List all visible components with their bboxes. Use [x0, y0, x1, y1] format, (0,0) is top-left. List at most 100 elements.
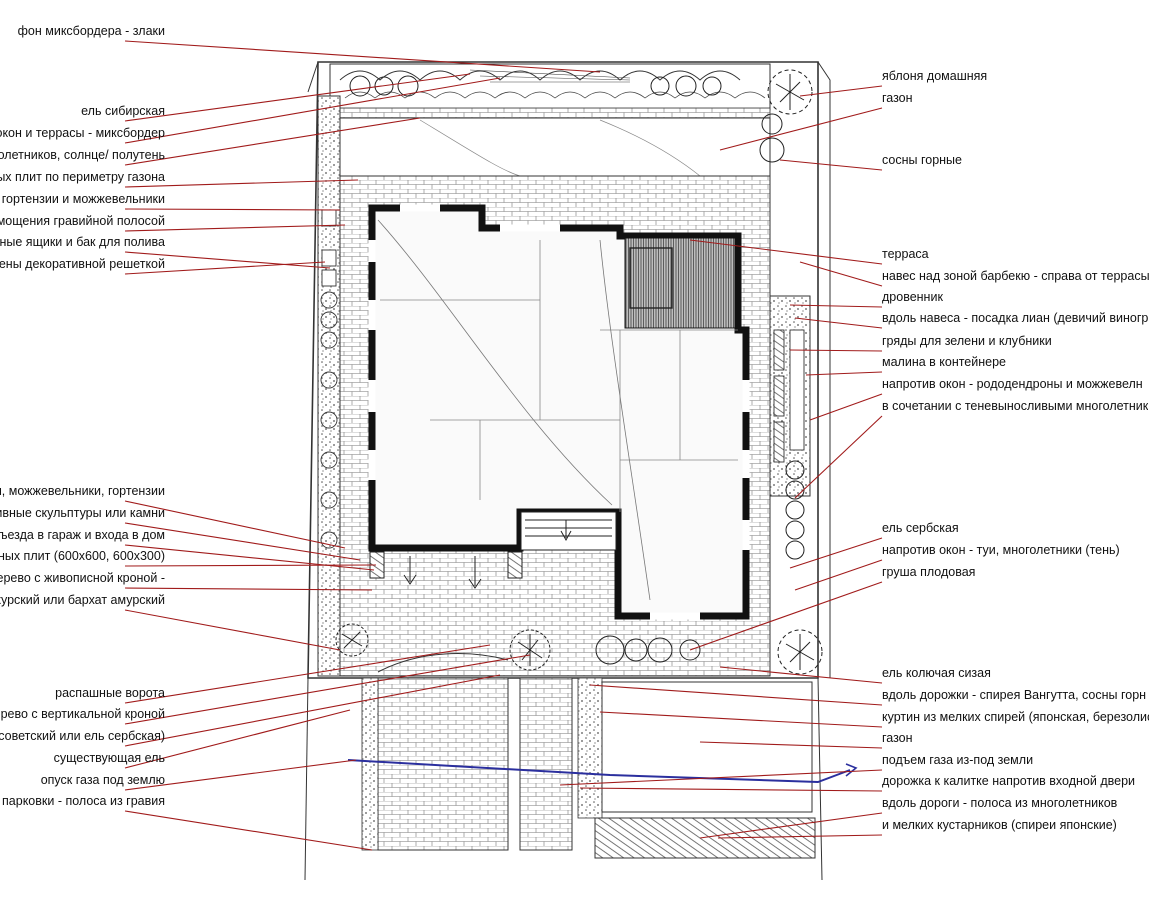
pine-mugo — [759, 113, 785, 163]
left-label: - гортензии и можжевельники — [0, 192, 165, 206]
right-label: напротив окон - рододендроны и можжевелн — [882, 377, 1143, 391]
right-label: и мелких кустарников (спиреи японские) — [882, 818, 1117, 832]
right-leader-line — [579, 787, 883, 792]
left-label: советский или ель сербская) — [0, 729, 165, 743]
left-label: ивные скульптуры или камни — [0, 506, 165, 520]
spruce-blue — [509, 629, 551, 671]
right-leader-line — [689, 581, 883, 651]
house-interior — [377, 219, 738, 601]
left-leader-line — [124, 564, 377, 567]
trees — [335, 69, 823, 675]
left-leader-line — [124, 40, 601, 73]
left-border-plants — [320, 291, 338, 549]
left-leader-line — [124, 179, 359, 188]
top-mixborder — [329, 63, 771, 119]
left-leader-line — [124, 609, 341, 651]
right-leader-line — [794, 317, 883, 329]
terrace-deck — [624, 237, 736, 329]
raised-beds — [773, 329, 805, 463]
left-leader-line — [124, 500, 346, 549]
right-label: напротив окон - туи, многолетники (тень) — [882, 543, 1120, 557]
right-label: вдоль дорожки - спирея Вангутта, сосны г… — [882, 688, 1147, 702]
left-leader-line — [124, 674, 501, 747]
left-mixborder — [317, 95, 341, 677]
left-label: ъезда в гараж и входа в дом — [0, 528, 165, 542]
left-leader-line — [124, 644, 491, 704]
left-label: ых плит по периметру газона — [0, 170, 165, 184]
left-label: олетников, солнце/ полутень — [0, 148, 165, 162]
front-border — [594, 817, 816, 859]
left-label: ены декоративной решеткой — [0, 257, 165, 271]
footpath — [519, 677, 573, 851]
driveway — [377, 677, 509, 851]
left-leader-line — [124, 810, 373, 851]
left-boxes — [321, 209, 337, 287]
right-label: навес над зоной барбекю - справа от терр… — [882, 269, 1149, 283]
left-leader-line — [124, 759, 357, 791]
apple-tree — [767, 69, 813, 115]
right-leader-line — [589, 684, 883, 706]
right-label: ель сербская — [882, 521, 959, 535]
right-label: газон — [882, 91, 913, 105]
left-leader-line — [124, 587, 373, 591]
top-shrubs — [349, 75, 722, 97]
gravel-strip — [361, 677, 379, 851]
spirea-strip — [577, 677, 603, 819]
right-label: куртин из мелких спирей (японская, берез… — [882, 710, 1149, 724]
left-leader-line — [124, 251, 331, 269]
left-label: мощения гравийной полосой — [0, 214, 165, 228]
right-label: в сочетании с теневыносливыми многолетни… — [882, 399, 1149, 413]
left-label: распашные ворота — [55, 686, 165, 700]
existing-spruce — [335, 623, 369, 657]
left-label: ель сибирская — [81, 104, 165, 118]
right-label: терраса — [882, 247, 929, 261]
left-leader-line — [124, 522, 361, 561]
left-leader-line — [124, 709, 351, 769]
right-leader-line — [719, 107, 883, 151]
right-leader-line — [809, 393, 883, 421]
right-leader-line — [789, 304, 883, 308]
right-label: груша плодовая — [882, 565, 976, 579]
left-label: и парковки - полоса из гравия — [0, 794, 165, 808]
left-leader-line — [124, 73, 471, 122]
right-label: вдоль навеса - посадка лиан (девичий вин… — [882, 311, 1149, 325]
right-label: гряды для зелени и клубники — [882, 334, 1052, 348]
left-leader-line — [124, 208, 341, 211]
right-label: подъем газа из-под земли — [882, 753, 1034, 767]
right-leader-line — [799, 85, 883, 97]
right-leader-line — [779, 159, 883, 171]
right-leader-line — [805, 371, 883, 376]
right-leader-line — [689, 239, 883, 265]
left-leader-line — [124, 544, 375, 571]
top-lawn — [339, 117, 771, 177]
shrub-cluster — [595, 635, 701, 665]
pear-tree — [777, 629, 823, 675]
right-label: ель колючая сизая — [882, 666, 991, 680]
left-label: фон миксбордера - злаки — [17, 24, 165, 38]
right-leader-line — [719, 666, 883, 684]
left-leader-line — [124, 224, 346, 232]
right-leader-line — [799, 261, 883, 287]
right-leader-line — [699, 741, 883, 749]
right-leader-line — [794, 559, 883, 591]
right-label: газон — [882, 731, 913, 745]
right-leader-line — [699, 812, 883, 839]
right-label: яблоня домашняя — [882, 69, 988, 83]
left-label: курский или бархат амурский — [0, 593, 165, 607]
entry-steps — [403, 511, 617, 589]
left-label: и, можжевельники, гортензии — [0, 484, 165, 498]
gas-line — [347, 759, 858, 784]
left-label: тные ящики и бак для полива — [0, 235, 165, 249]
right-leader-line — [599, 711, 883, 728]
left-label: опуск газа под землю — [40, 773, 165, 787]
right-label: сосны горные — [882, 153, 962, 167]
front-lawn — [601, 681, 813, 813]
gate-swing — [377, 653, 509, 673]
right-label: дровенник — [882, 290, 943, 304]
left-label: ерево с живописной кроной - — [0, 571, 165, 585]
right-leader-line — [559, 769, 883, 786]
terrace-canopy — [629, 247, 673, 309]
gate-posts — [369, 551, 523, 579]
right-label: вдоль дороги - полоса из многолетников — [882, 796, 1118, 810]
